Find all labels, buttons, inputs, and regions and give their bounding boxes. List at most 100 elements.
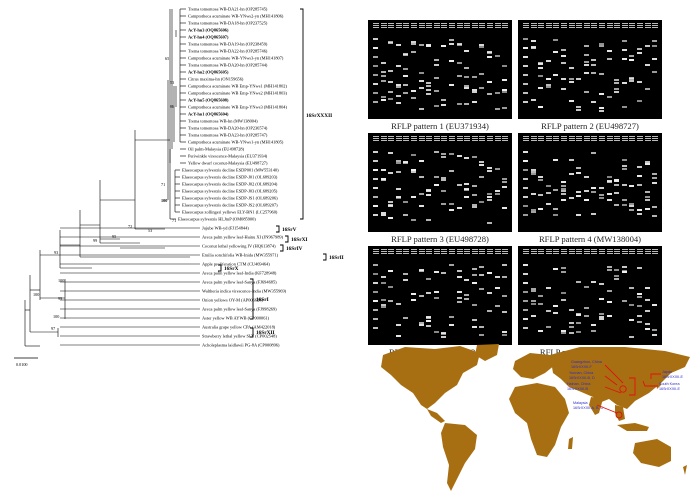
gel-band — [553, 38, 559, 41]
lane-header — [629, 249, 636, 257]
gel-band — [599, 106, 604, 109]
gel-band — [591, 330, 597, 333]
gel-band — [388, 80, 394, 83]
lane-header — [471, 249, 478, 257]
lane-header — [411, 23, 417, 31]
gel-band — [599, 316, 604, 319]
lane-header — [553, 249, 560, 257]
gel-band — [403, 53, 409, 56]
gel-band — [530, 46, 536, 49]
gel-band — [433, 175, 439, 178]
lane-header — [380, 23, 387, 31]
lane-header — [538, 136, 545, 144]
bootstrap-values: 71 65 53 86 100 71 72 53 95 99 93 100 99… — [33, 56, 176, 331]
gel-band — [441, 333, 447, 336]
gel-band — [644, 286, 650, 289]
gel-band — [530, 300, 536, 303]
gel-band — [418, 324, 424, 327]
gel-band — [502, 276, 508, 279]
gel-band — [561, 266, 566, 269]
gel-band — [530, 169, 536, 172]
gel-band — [373, 309, 378, 311]
gel-band — [449, 42, 454, 45]
gel-band — [433, 184, 439, 187]
gel-band — [621, 106, 627, 109]
gel-band — [487, 195, 492, 198]
gel-band — [576, 195, 582, 198]
gel-band — [456, 43, 462, 46]
gel-band — [553, 267, 559, 270]
gel-band — [614, 184, 620, 187]
gel-band — [637, 99, 642, 102]
gel-band — [433, 291, 439, 294]
location-group-japan: 16SrXXXII-E — [662, 375, 683, 379]
gel-band — [644, 162, 650, 165]
gel-band — [373, 56, 378, 58]
leaf-label: Trema tomentosa WB-DA20-hn (OP285744) — [188, 63, 268, 68]
gel-band — [487, 81, 492, 84]
lane-header — [426, 136, 433, 144]
gel-band — [637, 296, 642, 299]
gel-band — [583, 285, 589, 288]
gel-band — [373, 178, 378, 180]
gel-band — [591, 152, 597, 155]
gel-band — [606, 268, 612, 271]
gel-band — [403, 162, 409, 165]
gel-band — [591, 64, 597, 67]
madagascar-shape — [568, 437, 573, 449]
gel-band — [456, 154, 462, 157]
gel-band — [614, 88, 620, 91]
bootstrap-value: 53 — [170, 80, 174, 85]
gel-band — [621, 198, 627, 201]
rflp-gel-panel — [368, 246, 512, 345]
lane-header — [388, 23, 395, 31]
lane-header — [553, 23, 560, 31]
gel-band — [599, 109, 604, 112]
lane-header — [449, 136, 455, 144]
map-labels: Guangzhou, China 16SrXXXII-F Yunnan, Chi… — [567, 360, 683, 410]
gel-band — [644, 299, 650, 302]
gel-band — [652, 177, 658, 180]
gel-band — [373, 273, 378, 275]
lane-header — [644, 136, 651, 144]
gel-band — [530, 315, 536, 318]
gel-band — [449, 315, 454, 318]
rflp-caption: RFLP pattern 3 (EU498728) — [391, 234, 489, 244]
gel-band — [464, 66, 470, 69]
india-shape — [589, 397, 603, 415]
gel-band — [576, 213, 582, 216]
gel-band — [388, 69, 394, 72]
bootstrap-value: 72 — [128, 224, 132, 229]
gel-band — [464, 294, 470, 297]
lane-header — [373, 249, 379, 257]
gel-band — [614, 204, 620, 207]
gel-band — [523, 74, 528, 76]
gel-band — [576, 171, 582, 174]
gel-band — [523, 282, 528, 284]
gel-band — [583, 306, 589, 309]
rflp-caption: RFLP pattern 2 (EU498727) — [541, 121, 639, 131]
lane-header — [418, 249, 425, 257]
gel-band — [561, 62, 566, 65]
lane-header — [530, 249, 537, 257]
bootstrap-value: 71 — [161, 182, 165, 187]
gel-band — [373, 83, 378, 85]
gel-band — [621, 265, 627, 268]
gel-band — [380, 304, 386, 307]
gel-band — [449, 324, 454, 327]
gel-band — [449, 152, 454, 155]
gel-band — [621, 48, 627, 51]
rflp-gel-panel — [518, 133, 662, 232]
gel-band — [479, 325, 485, 328]
gel-band — [644, 88, 650, 91]
gel-band — [606, 266, 612, 269]
gel-band — [576, 322, 582, 325]
gel-band — [568, 326, 574, 329]
leaf-label: AcY-hn1 (OQ865604) — [188, 112, 229, 117]
lane-header — [583, 136, 590, 144]
gel-band — [464, 102, 470, 105]
gel-band — [502, 91, 508, 94]
gel-band — [471, 155, 477, 158]
gel-band — [523, 214, 528, 216]
bootstrap-value: 100 — [161, 198, 167, 203]
